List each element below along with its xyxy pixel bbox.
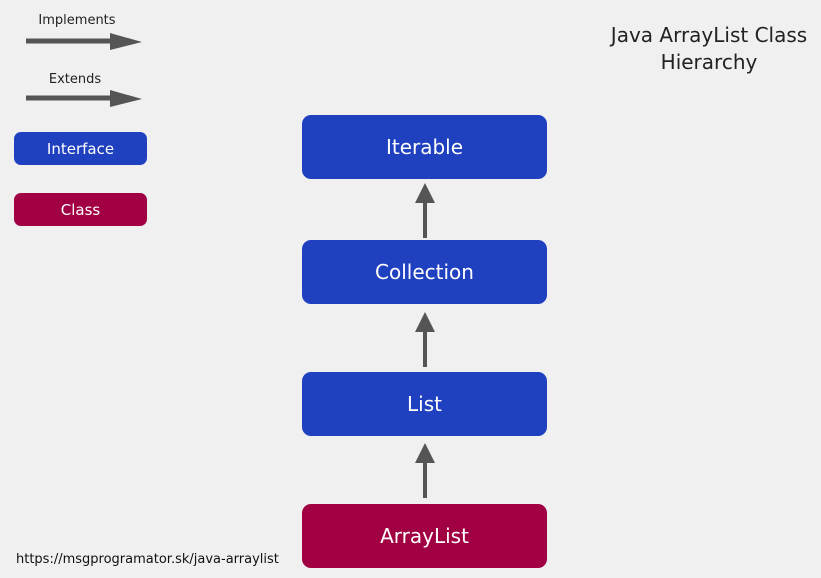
source-url: https://msgprogramator.sk/java-arraylist bbox=[16, 552, 279, 567]
extends-arrow-icon bbox=[26, 90, 142, 107]
node-iterable: Iterable bbox=[302, 115, 547, 179]
legend-implements-label: Implements bbox=[38, 13, 116, 28]
node-list: List bbox=[302, 372, 547, 436]
node-arraylist: ArrayList bbox=[302, 504, 547, 568]
implements-arrow-icon bbox=[26, 33, 142, 50]
legend-extends-label: Extends bbox=[48, 72, 102, 87]
diagram-title-line1: Java ArrayList Class bbox=[610, 23, 808, 47]
arrow-list-to-collection bbox=[415, 312, 435, 367]
legend-interface-box: Interface bbox=[14, 132, 147, 165]
arrow-collection-to-iterable bbox=[415, 183, 435, 238]
arrow-arraylist-to-list bbox=[415, 443, 435, 498]
legend-class-box: Class bbox=[14, 193, 147, 226]
diagram-title-line2: Hierarchy bbox=[660, 50, 758, 74]
diagram-title: Java ArrayList Class Hierarchy bbox=[598, 22, 820, 76]
node-collection: Collection bbox=[302, 240, 547, 304]
